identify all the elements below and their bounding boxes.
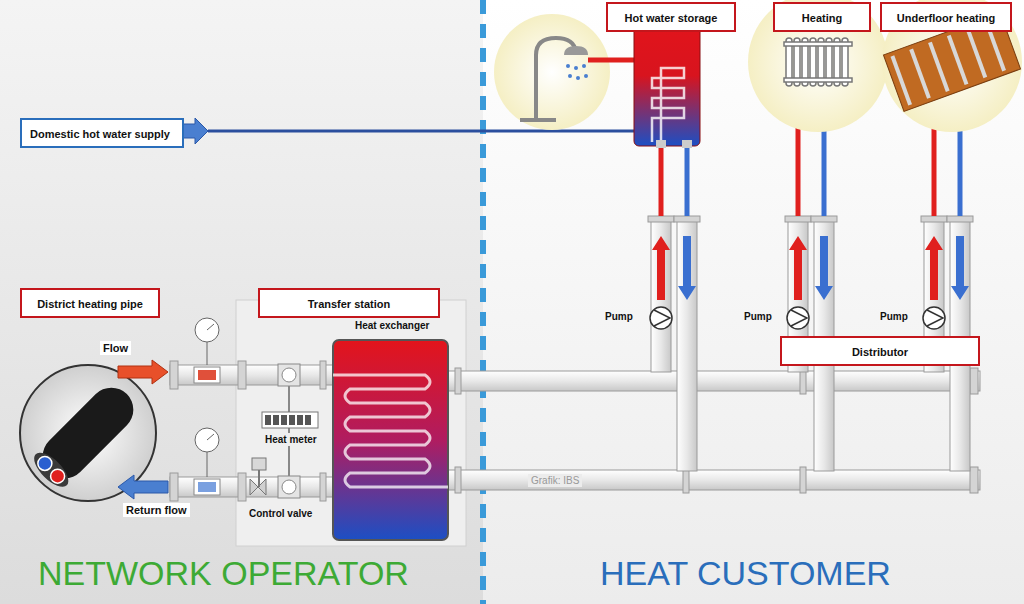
box-label: Heating [802,12,842,24]
part-label: Pump [880,311,908,322]
meter-digit [297,415,303,425]
region-title: HEAT CUSTOMER [600,554,891,593]
meter-digit [305,415,311,425]
box-label: District heating pipe [37,298,143,310]
label-box: Transfer station [258,288,440,318]
meter-digit [289,415,295,425]
floor-tube [949,36,967,85]
flow-label: Return flow [123,503,190,517]
floor-tube [892,56,910,105]
meter-digit [265,415,271,425]
flow-label: Flow [100,341,131,355]
part-label: Pump [744,311,772,322]
watermark: Grafik: IBS [528,474,582,487]
radiator-bar [784,42,852,46]
box-label: Transfer station [308,298,391,310]
box-label: Hot water storage [625,12,718,24]
label-box: Domestic hot water supply [20,118,184,148]
part-label: Heat meter [262,433,320,446]
floor-tube [968,29,986,78]
box-label: Domestic hot water supply [30,128,170,140]
label-box: District heating pipe [20,288,160,318]
label-box: Distributor [780,336,980,366]
box-label: Distributor [852,346,908,358]
meter-digit [273,415,279,425]
floor-tube [911,49,929,98]
part-label: Pump [605,311,633,322]
part-label: Control valve [246,507,315,520]
part-label: Heat exchanger [355,320,429,331]
label-box: Hot water storage [606,2,736,32]
label-box: Underfloor heating [880,2,1012,32]
meter-digit [281,415,287,425]
floor-tube [930,42,948,91]
label-box: Heating [773,2,871,32]
radiator-bar [784,78,852,82]
region-title: NETWORK OPERATOR [38,554,409,593]
box-label: Underfloor heating [897,12,995,24]
